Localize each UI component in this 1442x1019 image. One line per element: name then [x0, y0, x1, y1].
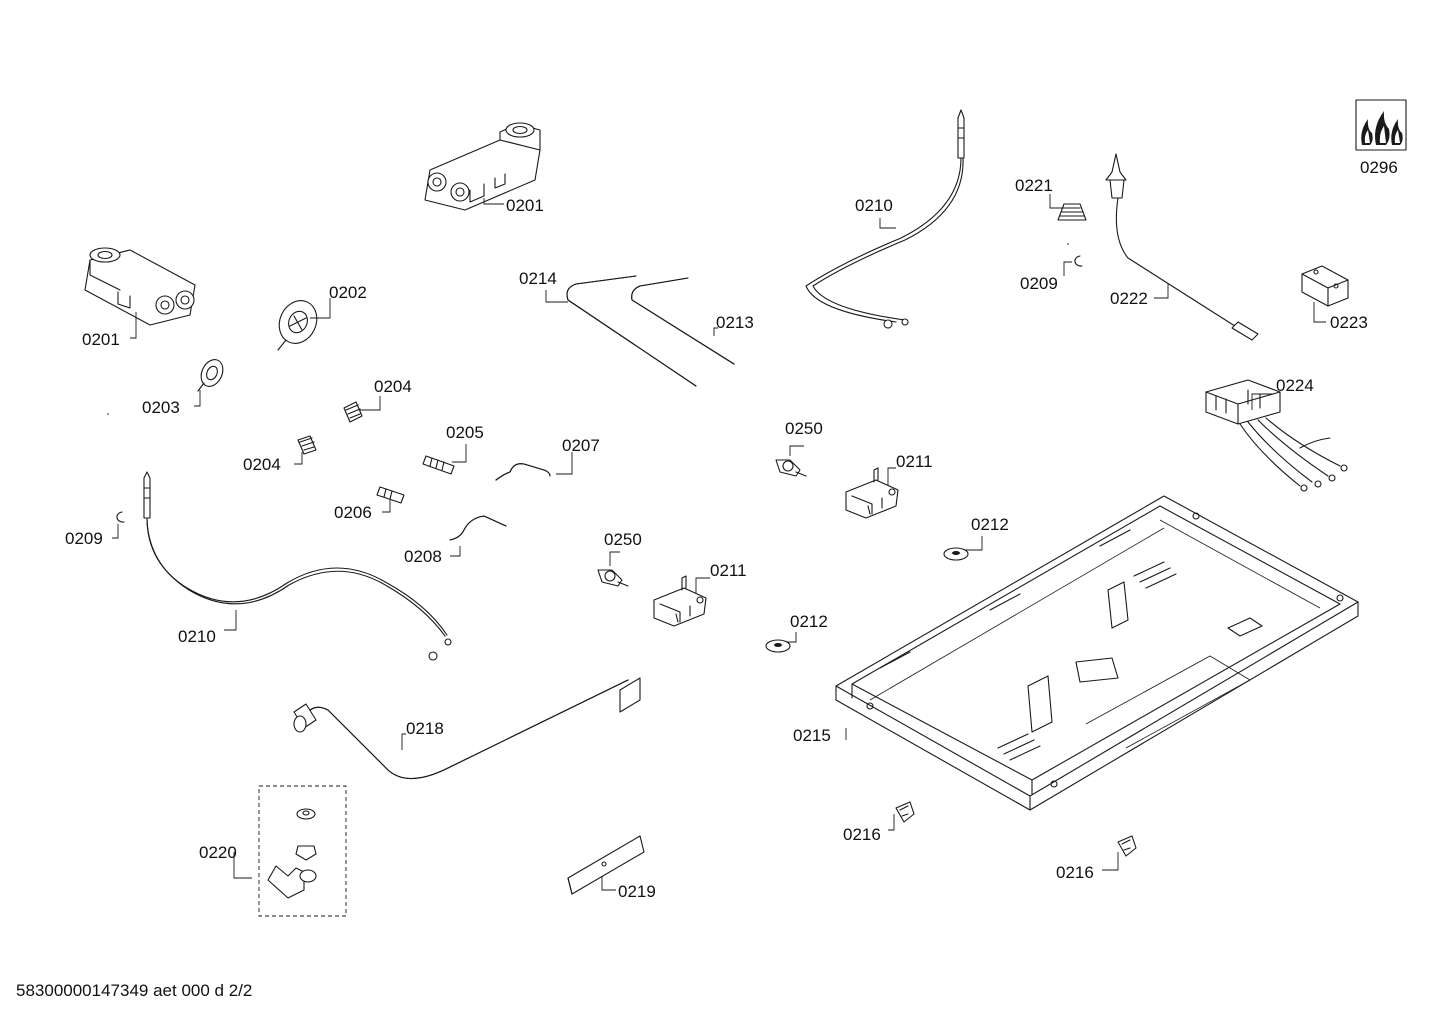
label-0219: 0219 [618, 882, 656, 901]
base-tray-0215 [835, 495, 1359, 811]
label-0210-right: 0210 [855, 196, 893, 215]
label-0222: 0222 [1110, 289, 1148, 308]
label-0224: 0224 [1276, 376, 1314, 395]
grommet-0212-lower [765, 639, 791, 653]
label-0205: 0205 [446, 423, 484, 442]
ring-part-0202 [277, 300, 318, 351]
label-0210-left: 0210 [178, 627, 216, 646]
label-0218: 0218 [406, 719, 444, 738]
grommet-0212-upper [943, 547, 969, 561]
label-0212-upper: 0212 [971, 515, 1009, 534]
gas-flame-icon [1355, 99, 1407, 151]
label-0213: 0213 [716, 313, 754, 332]
injector-0204-upper [343, 401, 363, 423]
pipe-0207 [495, 463, 551, 481]
label-0296: 0296 [1360, 158, 1398, 177]
label-0207: 0207 [562, 436, 600, 455]
label-0203: 0203 [142, 398, 180, 417]
main-gas-pipe-0218 [293, 677, 641, 780]
ignition-module-0223 [1301, 265, 1349, 307]
injector-0204-lower [297, 435, 317, 455]
gas-valve-0211-center [653, 575, 707, 627]
label-0216-right: 0216 [1056, 863, 1094, 882]
clip-0216-left [895, 801, 915, 823]
thermocouple-0210-right [805, 109, 965, 329]
burner-manifold-top [424, 122, 541, 211]
label-0209-left: 0209 [65, 529, 103, 548]
label-0202: 0202 [329, 283, 367, 302]
valve-spindle-0250-center [597, 569, 629, 587]
clip-0209-left [116, 511, 125, 523]
label-0211-right: 0211 [896, 452, 933, 471]
document-footer: 58300000147349 aet 000 d 2/2 [16, 981, 253, 1000]
fitting-0206 [376, 486, 405, 504]
label-0204-lower: 0204 [243, 455, 281, 474]
burner-manifold-left [84, 247, 196, 326]
label-0221: 0221 [1015, 176, 1053, 195]
label-0201-left: 0201 [82, 330, 120, 349]
label-0201-top: 0201 [506, 196, 544, 215]
spark-cap-0221 [1057, 203, 1087, 245]
label-0223: 0223 [1330, 313, 1368, 332]
label-0211-center: 0211 [710, 561, 747, 580]
gas-valve-0211-right [845, 467, 899, 519]
label-0216-left: 0216 [843, 825, 881, 844]
clip-0216-right [1117, 835, 1137, 857]
ring-part-0203 [197, 359, 224, 392]
label-0220: 0220 [199, 843, 237, 862]
label-0250-center: 0250 [604, 530, 642, 549]
label-0209-right: 0209 [1020, 274, 1058, 293]
label-0212-lower: 0212 [790, 612, 828, 631]
fitting-0205 [422, 455, 455, 475]
valve-spindle-0250-right [775, 459, 807, 477]
label-0204-upper: 0204 [374, 377, 412, 396]
bracket-0219 [567, 835, 645, 895]
label-0215: 0215 [793, 726, 831, 745]
label-0250-right: 0250 [785, 419, 823, 438]
label-0208: 0208 [404, 547, 442, 566]
label-0206: 0206 [334, 503, 372, 522]
thermocouple-0210-left [143, 471, 452, 661]
clip-0209-right [1074, 255, 1083, 267]
wiring-harness-0224 [1205, 379, 1348, 492]
pipe-0214 [566, 275, 697, 387]
label-0214: 0214 [519, 269, 557, 288]
connection-set-box [258, 785, 347, 917]
ignition-electrode-0222 [1105, 153, 1259, 341]
connection-set-0220 [267, 808, 317, 899]
